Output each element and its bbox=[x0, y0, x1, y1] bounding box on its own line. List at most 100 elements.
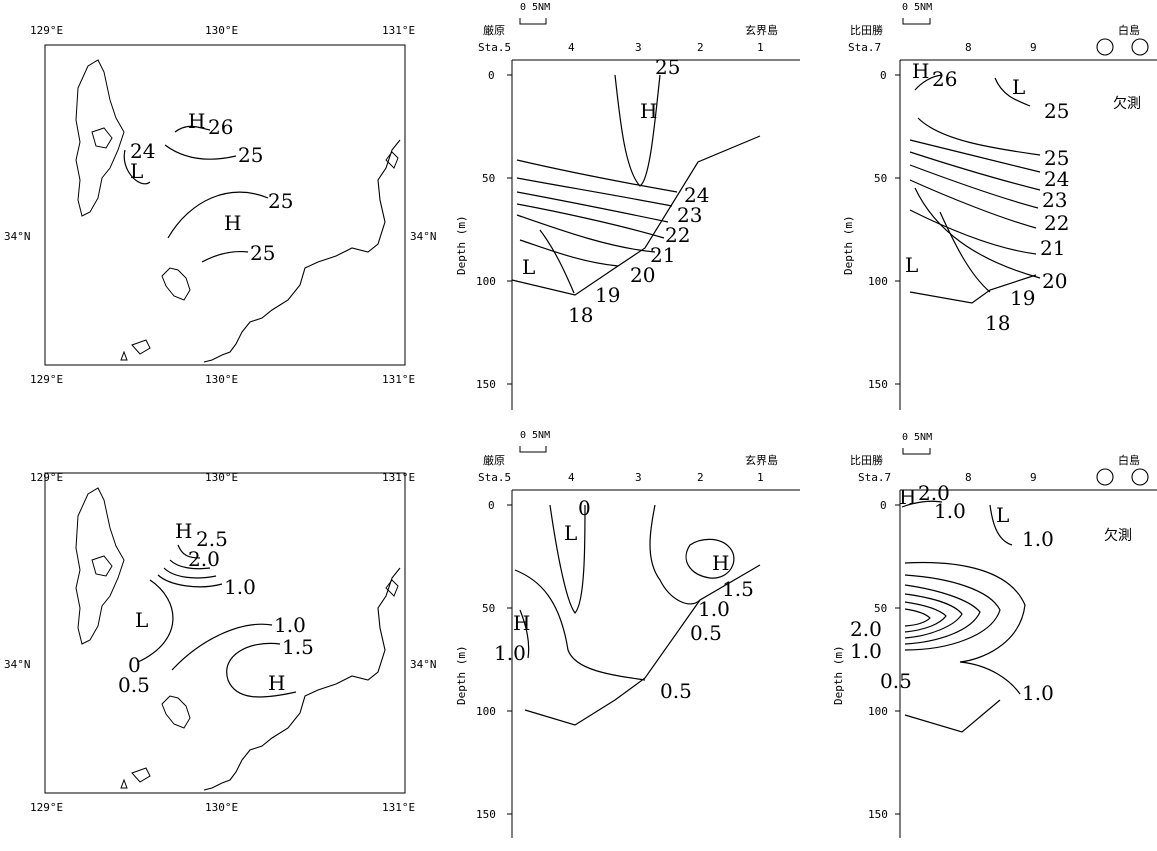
depth-tick: 100 bbox=[868, 705, 888, 718]
contour-label: 2.0 bbox=[850, 617, 882, 641]
contour-label: 1.0 bbox=[850, 639, 882, 663]
contour-label: 1.5 bbox=[722, 577, 754, 601]
station-label: Sta.5 bbox=[478, 41, 511, 54]
depth-tick: 0 bbox=[880, 499, 887, 512]
contour-label: 21 bbox=[1040, 236, 1065, 260]
lon-label-131-bottom: 131°E bbox=[382, 801, 415, 814]
missing-data-label: 欠測 bbox=[1113, 96, 1141, 112]
isotherm bbox=[909, 209, 1037, 255]
lon-label-129: 129°E bbox=[30, 24, 63, 37]
lon-label-130: 130°E bbox=[205, 24, 238, 37]
isotherm bbox=[516, 214, 656, 253]
depth-tick: 0 bbox=[488, 69, 495, 82]
high-marker: H bbox=[899, 485, 916, 509]
station-label: 2 bbox=[697, 471, 704, 484]
depth-axis-label: Depth (m) bbox=[842, 215, 855, 275]
left-place-name: 比田勝 bbox=[850, 453, 883, 467]
lon-label-131: 131°E bbox=[382, 24, 415, 37]
contour-label: 1.0 bbox=[698, 597, 730, 621]
lon-label-130-bottom: 130°E bbox=[205, 373, 238, 386]
station-label: 3 bbox=[635, 471, 642, 484]
salinity-contour bbox=[137, 579, 174, 663]
contour-label: 1.0 bbox=[1022, 681, 1054, 705]
isotherm bbox=[519, 239, 619, 267]
contour-label: 23 bbox=[1042, 188, 1067, 212]
contour-label: 24 bbox=[1044, 167, 1069, 191]
salinity-contour bbox=[177, 544, 201, 559]
low-marker: L bbox=[135, 608, 148, 632]
contour-label: 1.5 bbox=[282, 635, 314, 659]
contour-label: 2.5 bbox=[196, 527, 228, 551]
contour-label: 0.5 bbox=[118, 673, 150, 697]
missing-station-circle bbox=[1096, 468, 1114, 486]
station-label: Sta.7 bbox=[858, 471, 891, 484]
salinity-contour bbox=[226, 642, 297, 698]
high-marker: H bbox=[912, 59, 929, 83]
contour-label: 18 bbox=[985, 311, 1010, 335]
isotherm bbox=[516, 191, 669, 223]
salinity-contour bbox=[904, 593, 963, 639]
right-place-name: 玄界島 bbox=[745, 23, 778, 37]
station-label: 9 bbox=[1030, 471, 1037, 484]
seabed-profile bbox=[909, 274, 1037, 304]
scale-bar bbox=[902, 18, 931, 25]
contour-label: 1.0 bbox=[1022, 527, 1054, 551]
lon-label-130: 130°E bbox=[205, 471, 238, 484]
scale-label: 0 5NM bbox=[902, 432, 932, 443]
contour-label: 26 bbox=[208, 115, 233, 139]
salinity-contour bbox=[989, 504, 1013, 546]
high-marker: H bbox=[224, 211, 241, 235]
scale-bar bbox=[902, 448, 931, 455]
salinity-contour bbox=[901, 500, 943, 508]
contour-label: 24 bbox=[130, 139, 155, 163]
salinity-contour bbox=[163, 567, 217, 579]
isotherm bbox=[909, 139, 1041, 173]
contour-label: 0 bbox=[578, 496, 591, 520]
map-frame bbox=[44, 472, 406, 794]
contour-label: 2.0 bbox=[918, 481, 950, 505]
section-genkai-temperature: 0 5NM 厳原 玄界島 Sta.5 4 3 2 1 0 50 100 150 … bbox=[455, 2, 800, 410]
contour-label: 25 bbox=[1044, 146, 1069, 170]
map-temperature: 129°E 130°E 131°E 129°E 130°E 131°E 34°N… bbox=[4, 24, 437, 386]
contour-label: 22 bbox=[665, 223, 690, 247]
salinity-contour bbox=[171, 623, 273, 671]
depth-tick: 50 bbox=[482, 172, 495, 185]
seabed-profile bbox=[904, 699, 1001, 733]
high-marker: H bbox=[188, 109, 205, 133]
isotherm bbox=[614, 74, 661, 187]
station-label: Sta.7 bbox=[848, 41, 881, 54]
lon-label-129-bottom: 129°E bbox=[30, 801, 63, 814]
low-marker: L bbox=[996, 503, 1009, 527]
salinity-contour bbox=[685, 538, 735, 579]
lon-label-131-bottom: 131°E bbox=[382, 373, 415, 386]
isotherm bbox=[914, 187, 1041, 279]
station-label: 3 bbox=[635, 41, 642, 54]
section-hita-temperature: 0 5NM 比田勝 白島 Sta.7 8 9 0 50 100 150 Dept… bbox=[842, 2, 1157, 410]
contour-label: 20 bbox=[630, 263, 655, 287]
station-label: 4 bbox=[568, 471, 575, 484]
isotherm bbox=[994, 77, 1031, 107]
scale-label: 0 5NM bbox=[902, 2, 932, 13]
isotherm bbox=[164, 144, 237, 160]
high-marker: H bbox=[640, 99, 657, 123]
depth-axis-label: Depth (m) bbox=[455, 645, 468, 705]
missing-station-circle bbox=[1096, 38, 1114, 56]
salinity-contour bbox=[169, 559, 211, 570]
depth-tick: 0 bbox=[488, 499, 495, 512]
right-place-name: 白島 bbox=[1118, 23, 1140, 37]
right-place-name: 玄界島 bbox=[745, 453, 778, 467]
missing-station-circle bbox=[1131, 38, 1149, 56]
station-label: 4 bbox=[568, 41, 575, 54]
left-place-name: 比田勝 bbox=[850, 23, 883, 37]
scale-label: 0 5NM bbox=[520, 2, 550, 13]
depth-tick: 100 bbox=[868, 275, 888, 288]
low-marker: L bbox=[905, 253, 918, 277]
isotherm bbox=[201, 250, 249, 263]
contour-label: 20 bbox=[1042, 269, 1067, 293]
lat-label-left: 34°N bbox=[4, 658, 31, 671]
map-salinity: 129°E 130°E 131°E 129°E 130°E 131°E 34°N… bbox=[4, 471, 437, 814]
contour-label: 21 bbox=[650, 243, 675, 267]
lon-label-129: 129°E bbox=[30, 471, 63, 484]
lon-label-131: 131°E bbox=[382, 471, 415, 484]
